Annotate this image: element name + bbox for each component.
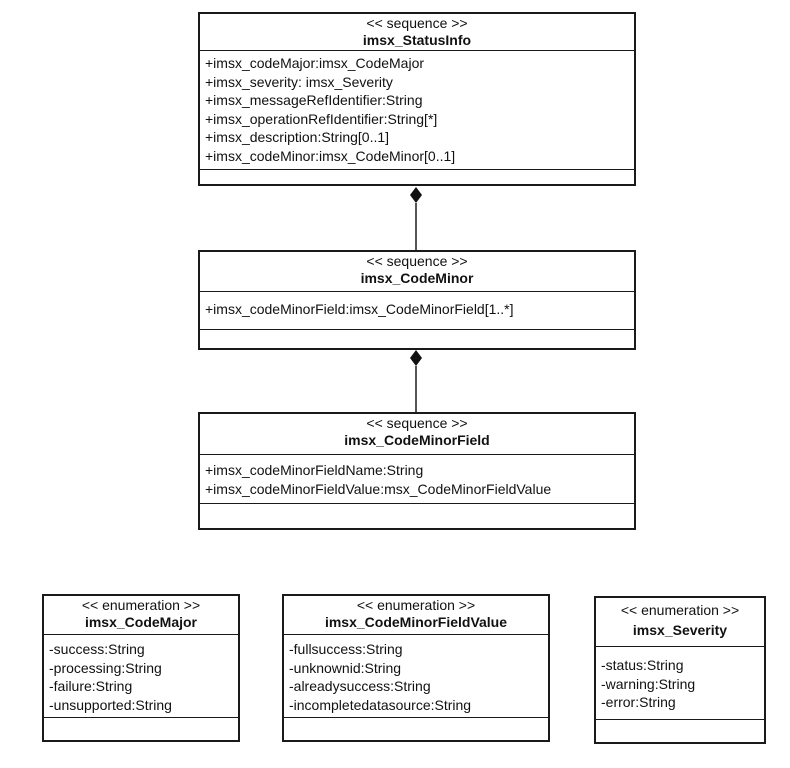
class-header: << enumeration >> imsx_CodeMajor xyxy=(44,596,238,635)
stereotype-label: << sequence >> xyxy=(366,253,468,269)
enum-literal: -success:String xyxy=(49,641,145,657)
class-header: << sequence >> imsx_CodeMinor xyxy=(200,252,634,292)
class-box-code-minor[interactable]: << sequence >> imsx_CodeMinor +imsx_code… xyxy=(198,250,636,350)
class-name: imsx_CodeMinorField xyxy=(344,432,490,448)
class-name: imsx_CodeMajor xyxy=(84,614,198,630)
stereotype-label: << sequence >> xyxy=(366,15,468,31)
class-box-status-info[interactable]: << sequence >> imsx_StatusInfo +imsx_cod… xyxy=(198,12,636,186)
attribute: +imsx_severity: imsx_Severity xyxy=(205,73,393,90)
class-name: imsx_StatusInfo xyxy=(362,32,472,48)
attribute-compartment: +imsx_codeMinorFieldName:String +imsx_co… xyxy=(200,455,634,505)
attribute: +imsx_messageRefIdentifier:String xyxy=(205,92,423,109)
attribute: +imsx_codeMajor:imsx_CodeMajor xyxy=(205,55,425,71)
enum-literal: -warning:String xyxy=(601,675,696,692)
enum-literal: -incompletedatasource:String xyxy=(289,696,472,713)
attribute-compartment: -status:String -warning:String -error:St… xyxy=(596,647,764,720)
attribute: +imsx_codeMinor:imsx_CodeMinor[0..1] xyxy=(205,147,456,164)
stereotype-label: << enumeration >> xyxy=(620,602,740,618)
attribute: +imsx_codeMinorField:imsx_CodeMinorField… xyxy=(205,301,514,317)
attribute: +imsx_codeMinorFieldName:String xyxy=(205,462,424,478)
class-header: << enumeration >> imsx_Severity xyxy=(596,598,764,647)
enum-box-severity[interactable]: << enumeration >> imsx_Severity -status:… xyxy=(594,596,766,744)
attribute-compartment: +imsx_codeMinorField:imsx_CodeMinorField… xyxy=(200,292,634,330)
enum-literal: -status:String xyxy=(601,657,684,673)
class-header: << sequence >> imsx_CodeMinorField xyxy=(200,414,634,455)
attribute: +imsx_operationRefIdentifier:String[*] xyxy=(205,110,438,127)
stereotype-label: << sequence >> xyxy=(366,415,468,431)
class-name: imsx_Severity xyxy=(632,622,728,638)
enum-literal: -alreadysuccess:String xyxy=(289,678,431,695)
enum-box-code-major[interactable]: << enumeration >> imsx_CodeMajor -succes… xyxy=(42,594,240,742)
stereotype-label: << enumeration >> xyxy=(356,597,476,613)
composition-diamond-icon xyxy=(410,350,422,366)
enum-literal: -unsupported:String xyxy=(49,696,172,713)
attribute: +imsx_description:String[0..1] xyxy=(205,129,390,146)
composition-codeminor-codeminorfield xyxy=(410,350,422,412)
class-name: imsx_CodeMinorFieldValue xyxy=(324,614,508,630)
enum-literal: -processing:String xyxy=(49,659,162,676)
attribute-compartment: -fullsuccess:String -unknownid:String -a… xyxy=(284,635,548,719)
stereotype-label: << enumeration >> xyxy=(81,597,201,613)
class-name: imsx_CodeMinor xyxy=(360,270,474,286)
enum-literal: -error:String xyxy=(601,694,676,711)
class-header: << enumeration >> imsx_CodeMinorFieldVal… xyxy=(284,596,548,635)
attribute-compartment: -success:String -processing:String -fail… xyxy=(44,635,238,719)
enum-literal: -unknownid:String xyxy=(289,659,402,676)
enum-box-code-minor-field-value[interactable]: << enumeration >> imsx_CodeMinorFieldVal… xyxy=(282,594,550,742)
class-box-code-minor-field[interactable]: << sequence >> imsx_CodeMinorField +imsx… xyxy=(198,412,636,530)
attribute: +imsx_codeMinorFieldValue:msx_CodeMinorF… xyxy=(205,480,552,497)
enum-literal: -fullsuccess:String xyxy=(289,641,403,657)
composition-statusinfo-codeminor xyxy=(410,187,422,250)
enum-literal: -failure:String xyxy=(49,678,133,695)
composition-diamond-icon xyxy=(410,187,422,203)
attribute-compartment: +imsx_codeMajor:imsx_CodeMajor +imsx_sev… xyxy=(200,51,634,170)
class-header: << sequence >> imsx_StatusInfo xyxy=(200,14,634,51)
